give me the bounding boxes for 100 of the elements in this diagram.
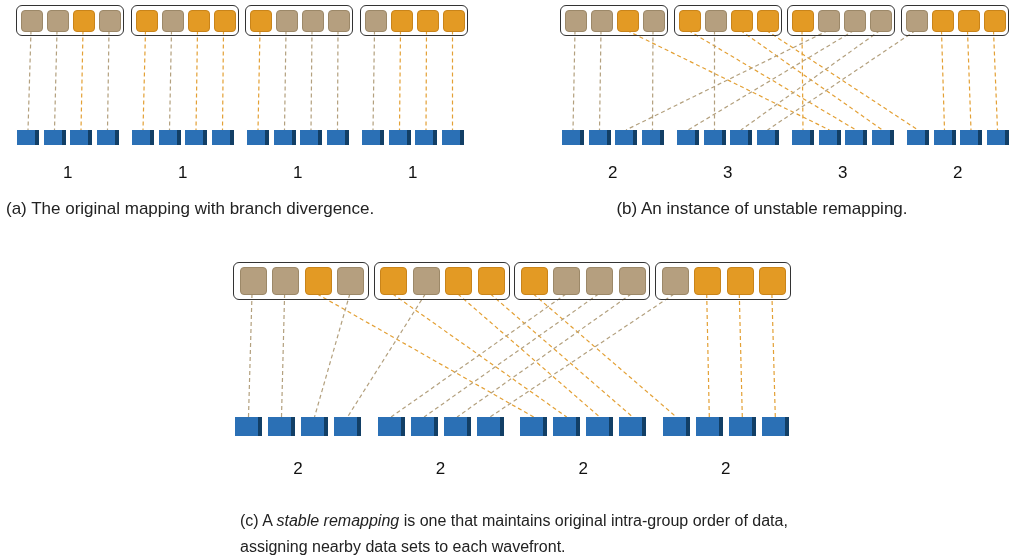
data-block (364, 9, 387, 32)
group-frame (130, 5, 239, 36)
group-frame (900, 5, 1009, 36)
group-count: 2 (292, 458, 304, 480)
thread-block (443, 417, 471, 436)
group-frame (673, 5, 782, 36)
thread-block (728, 417, 756, 436)
data-block (73, 9, 95, 32)
mapping-line (336, 29, 339, 131)
data-block (478, 267, 505, 295)
data-block (520, 267, 548, 295)
group-count: 2 (952, 162, 964, 184)
mapping-line (451, 29, 454, 131)
mapping-line (398, 29, 402, 131)
data-block (586, 267, 614, 295)
data-block (617, 9, 639, 32)
thread-block (96, 130, 119, 145)
thread-block (300, 130, 322, 145)
group-count: 1 (177, 162, 189, 184)
group-count: 3 (837, 162, 849, 184)
thread-block (158, 130, 181, 145)
data-block (272, 267, 300, 295)
thread-block (933, 130, 956, 145)
data-block (21, 9, 43, 32)
data-block (442, 9, 465, 32)
group-frame (233, 262, 369, 300)
data-block (678, 9, 701, 32)
mapping-line (27, 29, 32, 131)
thread-block (301, 417, 328, 436)
data-block (643, 9, 665, 32)
thread-block (562, 130, 584, 145)
data-block (390, 9, 413, 32)
thread-block (132, 130, 154, 145)
thread-block (211, 130, 234, 145)
thread-block (619, 417, 647, 436)
mapping-line (572, 29, 576, 131)
thread-block (476, 417, 504, 436)
group-count: 2 (607, 162, 619, 184)
data-block (730, 9, 753, 32)
mapping-line (457, 293, 601, 418)
mapping-line (966, 29, 972, 131)
data-block (250, 9, 272, 32)
mapping-line (106, 29, 110, 131)
data-block (591, 9, 613, 32)
data-block (756, 9, 779, 32)
mapping-line (425, 29, 428, 131)
group-count: 2 (720, 458, 732, 480)
mapping-line (771, 293, 776, 418)
thread-block (410, 417, 438, 436)
thread-block (730, 130, 752, 145)
data-block (792, 9, 814, 32)
mapping-line (423, 293, 600, 418)
mapping-line (142, 29, 147, 131)
data-block (905, 9, 928, 32)
mapping-line (316, 293, 535, 418)
mapping-line (247, 293, 253, 418)
thread-block (792, 130, 814, 145)
group-frame (560, 5, 668, 36)
caption: (b) An instance of unstable remapping. (615, 198, 909, 220)
mapping-line (489, 293, 675, 418)
thread-block (377, 417, 405, 436)
mapping-line (456, 293, 632, 418)
mapping-line (706, 293, 710, 418)
thread-block (326, 130, 349, 145)
data-block (704, 9, 727, 32)
data-block (618, 267, 646, 295)
thread-block (845, 130, 867, 145)
group-frame (245, 5, 353, 36)
data-block (818, 9, 840, 32)
mapping-line (801, 29, 804, 131)
data-block (870, 9, 892, 32)
data-block (213, 9, 236, 32)
data-block (759, 267, 787, 295)
caption: (c) A stable remapping is one that maintains original intra-group order of data, assigning nearby data sets to each wavefront. (240, 511, 789, 557)
data-block (276, 9, 298, 32)
data-block (844, 9, 866, 32)
mapping-line (738, 293, 743, 418)
data-block (931, 9, 954, 32)
group-count: 3 (722, 162, 734, 184)
mapping-line (532, 293, 677, 418)
data-block (47, 9, 69, 32)
group-frame (359, 5, 468, 36)
data-block (187, 9, 210, 32)
thread-block (588, 130, 611, 145)
thread-block (268, 417, 295, 436)
group-count: 1 (407, 162, 419, 184)
data-block (135, 9, 158, 32)
thread-block (662, 417, 690, 436)
thread-block (441, 130, 464, 145)
data-block (416, 9, 439, 32)
thread-block (17, 130, 39, 145)
data-block (412, 267, 440, 295)
mapping-line (283, 29, 287, 131)
mapping-line (195, 29, 199, 131)
data-block (302, 9, 324, 32)
thread-block (641, 130, 664, 145)
group-count: 2 (434, 458, 447, 480)
group-frame (655, 262, 792, 300)
data-block (726, 267, 754, 295)
data-block (445, 267, 473, 295)
